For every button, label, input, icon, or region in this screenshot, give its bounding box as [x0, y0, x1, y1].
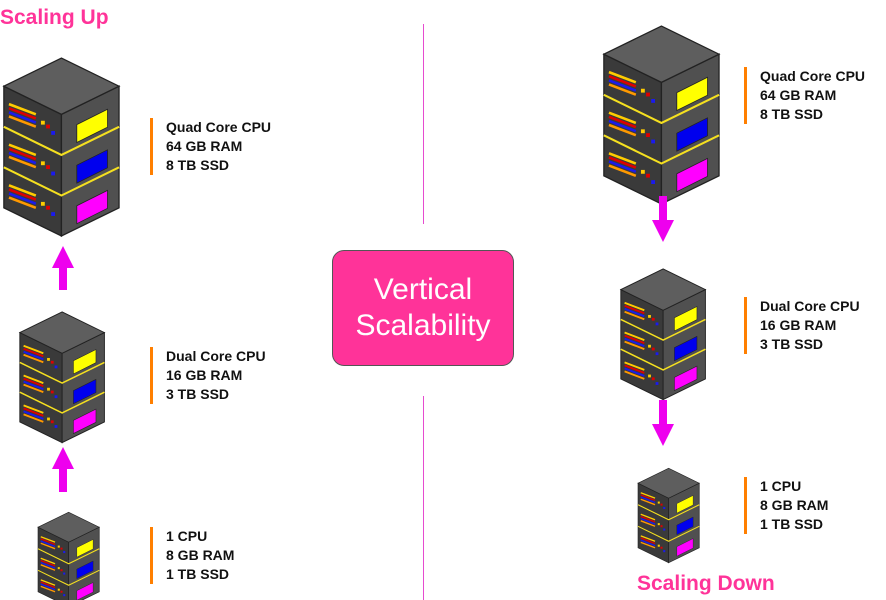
scaling-up-heading: Scaling Up	[0, 6, 109, 29]
spec-line: Dual Core CPU	[760, 298, 860, 314]
spec-line: 1 CPU	[166, 528, 208, 544]
spec-line: 8 TB SSD	[760, 106, 824, 122]
spec-block-down-medium: Dual Core CPU 16 GB RAM 3 TB SSD	[744, 297, 860, 354]
spec-line: 16 GB RAM	[760, 317, 837, 333]
spec-line: Dual Core CPU	[166, 348, 266, 364]
arrow-up-icon	[52, 246, 74, 290]
spec-line: 8 GB RAM	[760, 497, 829, 513]
spec-block-up-large: Quad Core CPU 64 GB RAM 8 TB SSD	[150, 118, 271, 175]
server-stack-icon	[637, 467, 701, 564]
vertical-scalability-box: Vertical Scalability	[332, 250, 514, 366]
spec-block-down-small: 1 CPU 8 GB RAM 1 TB SSD	[744, 477, 828, 534]
divider-line-top	[423, 24, 424, 224]
divider-line-bottom	[423, 396, 424, 600]
spec-line: 1 TB SSD	[760, 516, 824, 532]
center-box-line-1: Vertical	[373, 273, 473, 306]
spec-line: 1 CPU	[760, 478, 802, 494]
scaling-down-heading: Scaling Down	[637, 572, 775, 595]
arrow-down-icon	[652, 400, 674, 446]
spec-block-down-large: Quad Core CPU 64 GB RAM 8 TB SSD	[744, 67, 865, 124]
spec-line: 64 GB RAM	[166, 138, 243, 154]
spec-line: 3 TB SSD	[760, 336, 824, 352]
spec-line: 64 GB RAM	[760, 87, 837, 103]
arrow-up-icon	[52, 447, 74, 492]
spec-line: Quad Core CPU	[760, 68, 866, 84]
center-box-line-2: Scalability	[355, 309, 491, 342]
spec-block-up-small: 1 CPU 8 GB RAM 1 TB SSD	[150, 527, 234, 584]
spec-block-up-medium: Dual Core CPU 16 GB RAM 3 TB SSD	[150, 347, 266, 404]
spec-line: 1 TB SSD	[166, 566, 230, 582]
spec-line: 16 GB RAM	[166, 367, 243, 383]
server-stack-icon	[602, 25, 721, 205]
server-stack-icon	[2, 57, 121, 237]
server-stack-icon	[37, 511, 101, 600]
server-stack-icon	[18, 311, 106, 444]
spec-line: Quad Core CPU	[166, 119, 272, 135]
spec-line: 8 TB SSD	[166, 157, 230, 173]
spec-line: 8 GB RAM	[166, 547, 235, 563]
server-stack-icon	[619, 268, 707, 401]
spec-line: 3 TB SSD	[166, 386, 230, 402]
arrow-down-icon	[652, 196, 674, 242]
